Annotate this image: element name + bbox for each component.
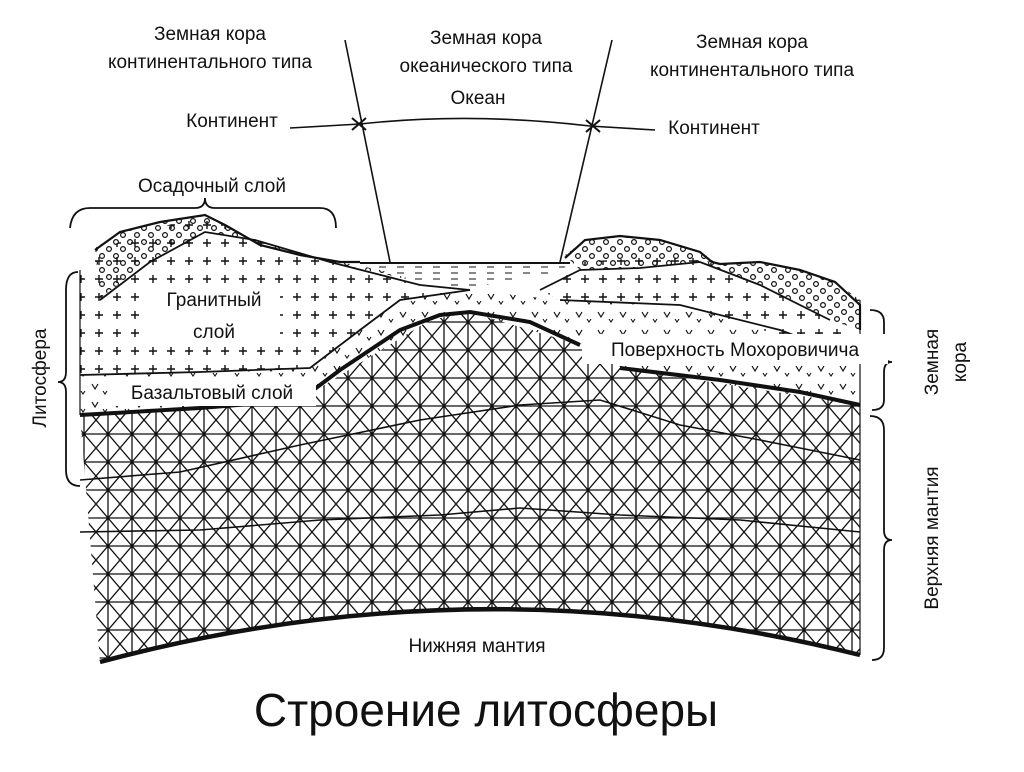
side-labels: Литосфера Земная кора Верхняя мантия <box>30 328 971 609</box>
label-lithosphere: Литосфера <box>30 328 51 427</box>
label-granite-2: слой <box>193 322 235 343</box>
moho-label-bg <box>582 334 888 364</box>
ocean-boundary-lines <box>289 39 656 263</box>
label-basalt: Базальтовый слой <box>131 383 293 404</box>
sediment-left <box>95 215 420 298</box>
label-earth-crust-2: кора <box>950 341 971 382</box>
label-ocean: Океан <box>451 88 506 109</box>
layer-labels: Гранитный слой Базальтовый слой Поверхно… <box>108 284 888 660</box>
upper-mantle-block <box>80 312 860 662</box>
label-granite-1: Гранитный <box>167 290 262 311</box>
lower-mantle-label-bg <box>388 630 566 660</box>
label-crust-continental-right-1: Земная кора <box>696 32 808 53</box>
label-crust-oceanic-1: Земная кора <box>430 28 542 49</box>
label-crust-continental-left-2: континентального типа <box>108 52 313 73</box>
lithosphere-brace <box>57 271 81 487</box>
ocean-water <box>360 262 570 288</box>
basalt-label-bg <box>108 378 316 406</box>
label-crust-continental-left-1: Земная кора <box>154 24 266 45</box>
caption-title: Строение литосферы <box>254 684 718 736</box>
top-labels: Земная кора континентального типа Земная… <box>108 24 855 197</box>
sediment-right <box>565 236 860 330</box>
label-moho: Поверхность Мохоровичича <box>611 340 859 361</box>
sediment-brace <box>69 197 337 229</box>
label-continent-left: Континент <box>186 111 278 132</box>
label-upper-mantle: Верхняя мантия <box>922 466 943 609</box>
earth-crust-brace <box>869 309 893 411</box>
label-continent-right: Континент <box>668 118 760 139</box>
granite-label-bg <box>148 284 280 346</box>
label-earth-crust-1: Земная <box>922 329 943 395</box>
upper-mantle-brace <box>869 415 893 661</box>
label-sedimentary-layer: Осадочный слой <box>138 176 286 197</box>
label-crust-oceanic-2: океанического типа <box>400 56 573 77</box>
label-crust-continental-right-2: континентального типа <box>650 60 855 81</box>
label-lower-mantle: Нижняя мантия <box>408 636 545 657</box>
